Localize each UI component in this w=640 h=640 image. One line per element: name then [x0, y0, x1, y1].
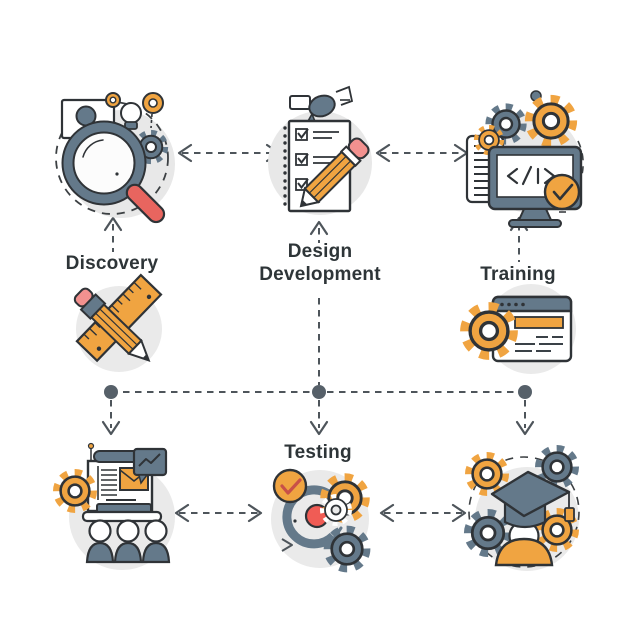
- connector-lines: [101, 143, 535, 523]
- arrow-presentation-testing: [174, 503, 263, 523]
- arrow-testing-graduation: [379, 503, 467, 523]
- browser-gear-icon: [467, 284, 576, 374]
- arrow-down-left: [101, 400, 121, 436]
- checklist-pencil-icon: [268, 85, 372, 215]
- arrow-up-design: [309, 220, 329, 243]
- presentation-audience-icon: [58, 442, 175, 570]
- arrow-up-discovery: [103, 216, 123, 252]
- bus-dot-center: [312, 385, 326, 399]
- gears-cycle-check-icon: [271, 468, 369, 568]
- label-discovery: Discovery: [65, 253, 159, 274]
- white-gear: [320, 494, 352, 526]
- label-training: Training: [480, 264, 556, 285]
- bus-dot-left: [104, 385, 118, 399]
- graduation-cap-gears-icon: [469, 450, 580, 571]
- arrow-discovery-design: [177, 143, 281, 163]
- bus-line: [104, 298, 532, 399]
- arrow-down-center: [309, 400, 329, 436]
- bus-dot-right: [518, 385, 532, 399]
- label-testing: Testing: [284, 442, 352, 463]
- ruler-pencil-icon: [73, 273, 163, 372]
- arrow-design-training: [375, 143, 469, 163]
- arrow-down-right: [515, 400, 535, 436]
- computer-code-gears-icon: [465, 90, 584, 228]
- magnifier-research-icon: [55, 92, 175, 224]
- label-design-development: Design Development: [259, 241, 381, 286]
